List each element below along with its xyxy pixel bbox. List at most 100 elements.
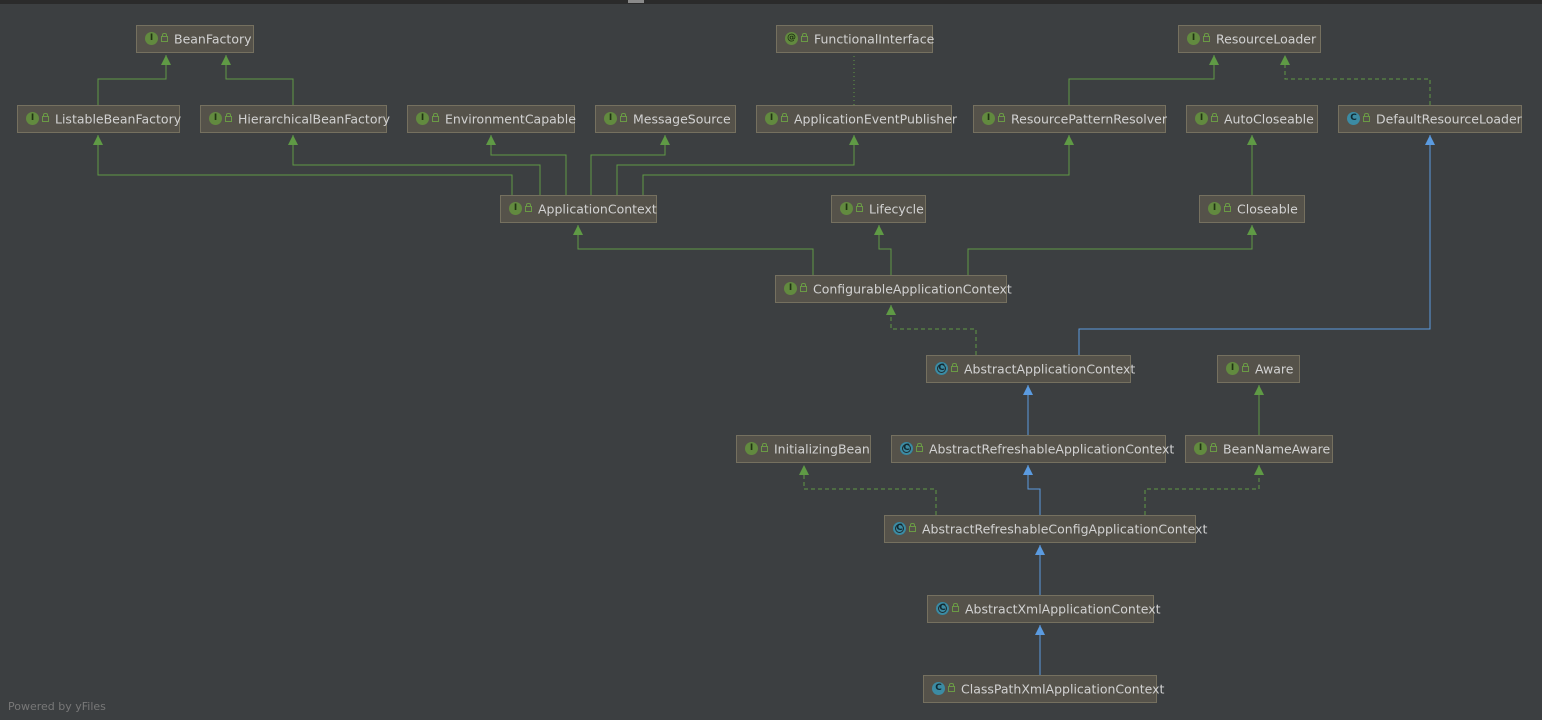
arrowhead-icon [1425,135,1435,145]
node-functional-interface[interactable]: @FunctionalInterface [776,25,934,53]
arrowhead-icon [1035,545,1045,555]
public-lock-icon [761,443,768,452]
node-abstract-xml-application-context[interactable]: C AbstractXmlApplicationContext [927,595,1161,623]
class-badge-icon: C [1347,112,1360,125]
abstract-badge-icon: C [935,362,948,375]
arrowhead-icon [1023,385,1033,395]
public-lock-icon [801,33,808,42]
interface-badge-icon: I [784,282,797,295]
edge-extends [221,55,294,105]
abstract-badge-icon: C [900,442,913,455]
node-label: BeanNameAware [1223,441,1331,457]
edge-extends [642,135,1074,195]
edge-extends-class [1023,465,1041,515]
interface-badge-icon: I [145,32,158,45]
node-label: InitializingBean [774,441,870,457]
public-lock-icon [909,523,916,532]
arrowhead-icon [799,465,809,475]
node-lifecycle[interactable]: I Lifecycle [831,195,926,223]
class-badge-icon: C [932,682,945,695]
public-lock-icon [948,683,955,692]
interface-badge-icon: I [765,112,778,125]
arrowhead-icon [1247,135,1257,145]
public-lock-icon [916,443,923,452]
interface-badge-icon: I [209,112,222,125]
public-lock-icon [998,113,1005,122]
edge-extends-class [1035,625,1045,675]
arrowhead-icon [288,135,298,145]
edge-extends [288,135,541,195]
public-lock-icon [620,113,627,122]
node-abstract-refreshable-config-application-context[interactable]: C AbstractRefreshableConfigApplicationCon… [884,515,1207,543]
arrowhead-icon [486,135,496,145]
node-environment-capable[interactable]: I EnvironmentCapable [407,105,576,133]
node-label: ResourceLoader [1216,31,1317,47]
public-lock-icon [161,33,168,42]
interface-badge-icon: I [1187,32,1200,45]
node-class-path-xml-application-context[interactable]: C ClassPathXmlApplicationContext [923,675,1164,703]
edge-extends [93,135,513,195]
edge-extends [616,135,859,195]
node-closeable[interactable]: I Closeable [1199,195,1305,223]
interface-badge-icon: I [604,112,617,125]
public-lock-icon [1210,443,1217,452]
arrowhead-icon [1035,625,1045,635]
node-label: AbstractXmlApplicationContext [965,601,1161,617]
node-bean-name-aware[interactable]: I BeanNameAware [1185,435,1333,463]
abstract-badge-icon: C [936,602,949,615]
node-label: ApplicationContext [538,201,657,217]
edge-extends [573,225,814,275]
interface-badge-icon: I [840,202,853,215]
node-label: EnvironmentCapable [445,111,576,127]
arrowhead-icon [221,55,231,65]
arrowhead-icon [1247,225,1257,235]
interface-badge-icon: I [1194,442,1207,455]
node-label: ListableBeanFactory [55,111,182,127]
node-label: ClassPathXmlApplicationContext [961,681,1165,697]
arrowhead-icon [1254,385,1264,395]
arrowhead-icon [874,225,884,235]
arrowhead-icon [1064,135,1074,145]
node-resource-loader[interactable]: I ResourceLoader [1178,25,1321,53]
arrowhead-icon [886,305,896,315]
node-label: Closeable [1237,201,1298,217]
public-lock-icon [1203,33,1210,42]
edge-extends [486,135,567,195]
abstract-badge-icon: C [893,522,906,535]
node-label: Lifecycle [869,201,924,217]
powered-by-text: Powered by yFiles [8,700,106,713]
node-initializing-bean[interactable]: I InitializingBean [736,435,871,463]
public-lock-icon [951,363,958,372]
interface-badge-icon: I [745,442,758,455]
public-lock-icon [225,113,232,122]
arrowhead-icon [573,225,583,235]
node-label: AbstractRefreshableConfigApplicationCont… [922,521,1208,537]
diagram-icon [628,0,644,3]
node-label: ConfigurableApplicationContext [813,281,1012,297]
arrowhead-icon [1280,55,1290,65]
interface-badge-icon: I [982,112,995,125]
arrowhead-icon [93,135,103,145]
node-configurable-application-context[interactable]: I ConfigurableApplicationContext [775,275,1012,303]
public-lock-icon [800,283,807,292]
arrowhead-icon [1209,55,1219,65]
interface-badge-icon: I [1208,202,1221,215]
arrowhead-icon [1254,465,1264,475]
public-lock-icon [1224,203,1231,212]
interface-badge-icon: I [416,112,429,125]
interface-badge-icon: I [1195,112,1208,125]
